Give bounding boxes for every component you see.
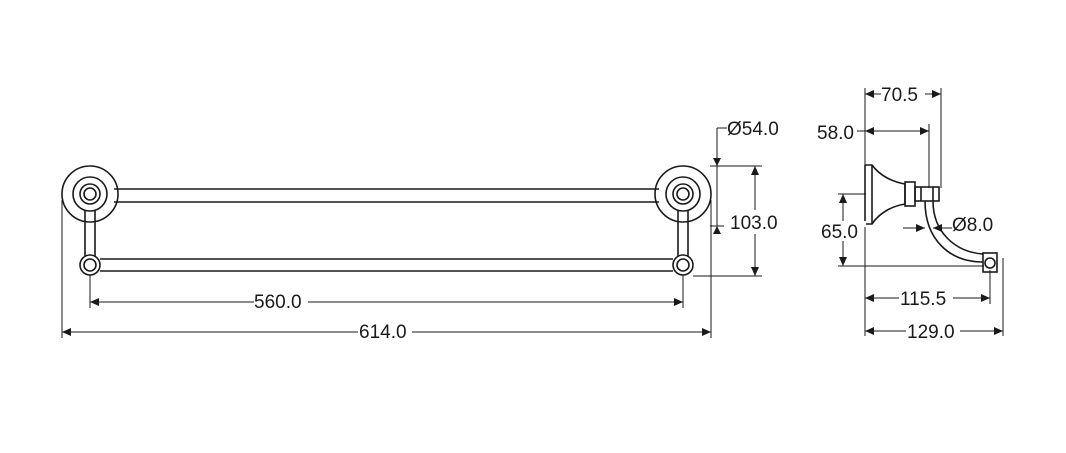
side-flange [865, 164, 916, 225]
label-depth-129: 129.0 [907, 322, 955, 343]
side-post [914, 186, 940, 202]
dim-bar-560 [89, 275, 684, 308]
dim-depth-58 [857, 124, 930, 188]
label-height-103: 103.0 [730, 213, 778, 234]
label-depth-58: 58.0 [817, 123, 854, 144]
side-view: 70.5 58.0 65.0 Ø8.0 [817, 84, 1004, 343]
side-arm [924, 200, 984, 263]
label-depth-70-5: 70.5 [881, 85, 918, 106]
label-bar-560: 560.0 [254, 292, 302, 313]
dim-diameter-8 [903, 224, 952, 232]
label-depth-115-5: 115.5 [900, 289, 946, 310]
side-end-cap [982, 252, 998, 273]
right-flange [654, 165, 712, 223]
dim-depth-115-5 [864, 227, 991, 336]
left-flange [61, 165, 119, 223]
dim-overall-614 [61, 200, 712, 338]
right-arm [677, 210, 689, 257]
upper-bar [114, 188, 659, 203]
label-diameter-54: Ø54.0 [727, 119, 779, 140]
left-arm [84, 210, 96, 257]
front-view: Ø54.0 103.0 560.0 61 [61, 119, 780, 343]
label-overall-614: 614.0 [359, 322, 407, 343]
dim-diameter-54 [710, 127, 727, 234]
label-height-65: 65.0 [821, 222, 858, 243]
label-diameter-8: Ø8.0 [952, 215, 993, 236]
lower-bar [79, 254, 694, 276]
